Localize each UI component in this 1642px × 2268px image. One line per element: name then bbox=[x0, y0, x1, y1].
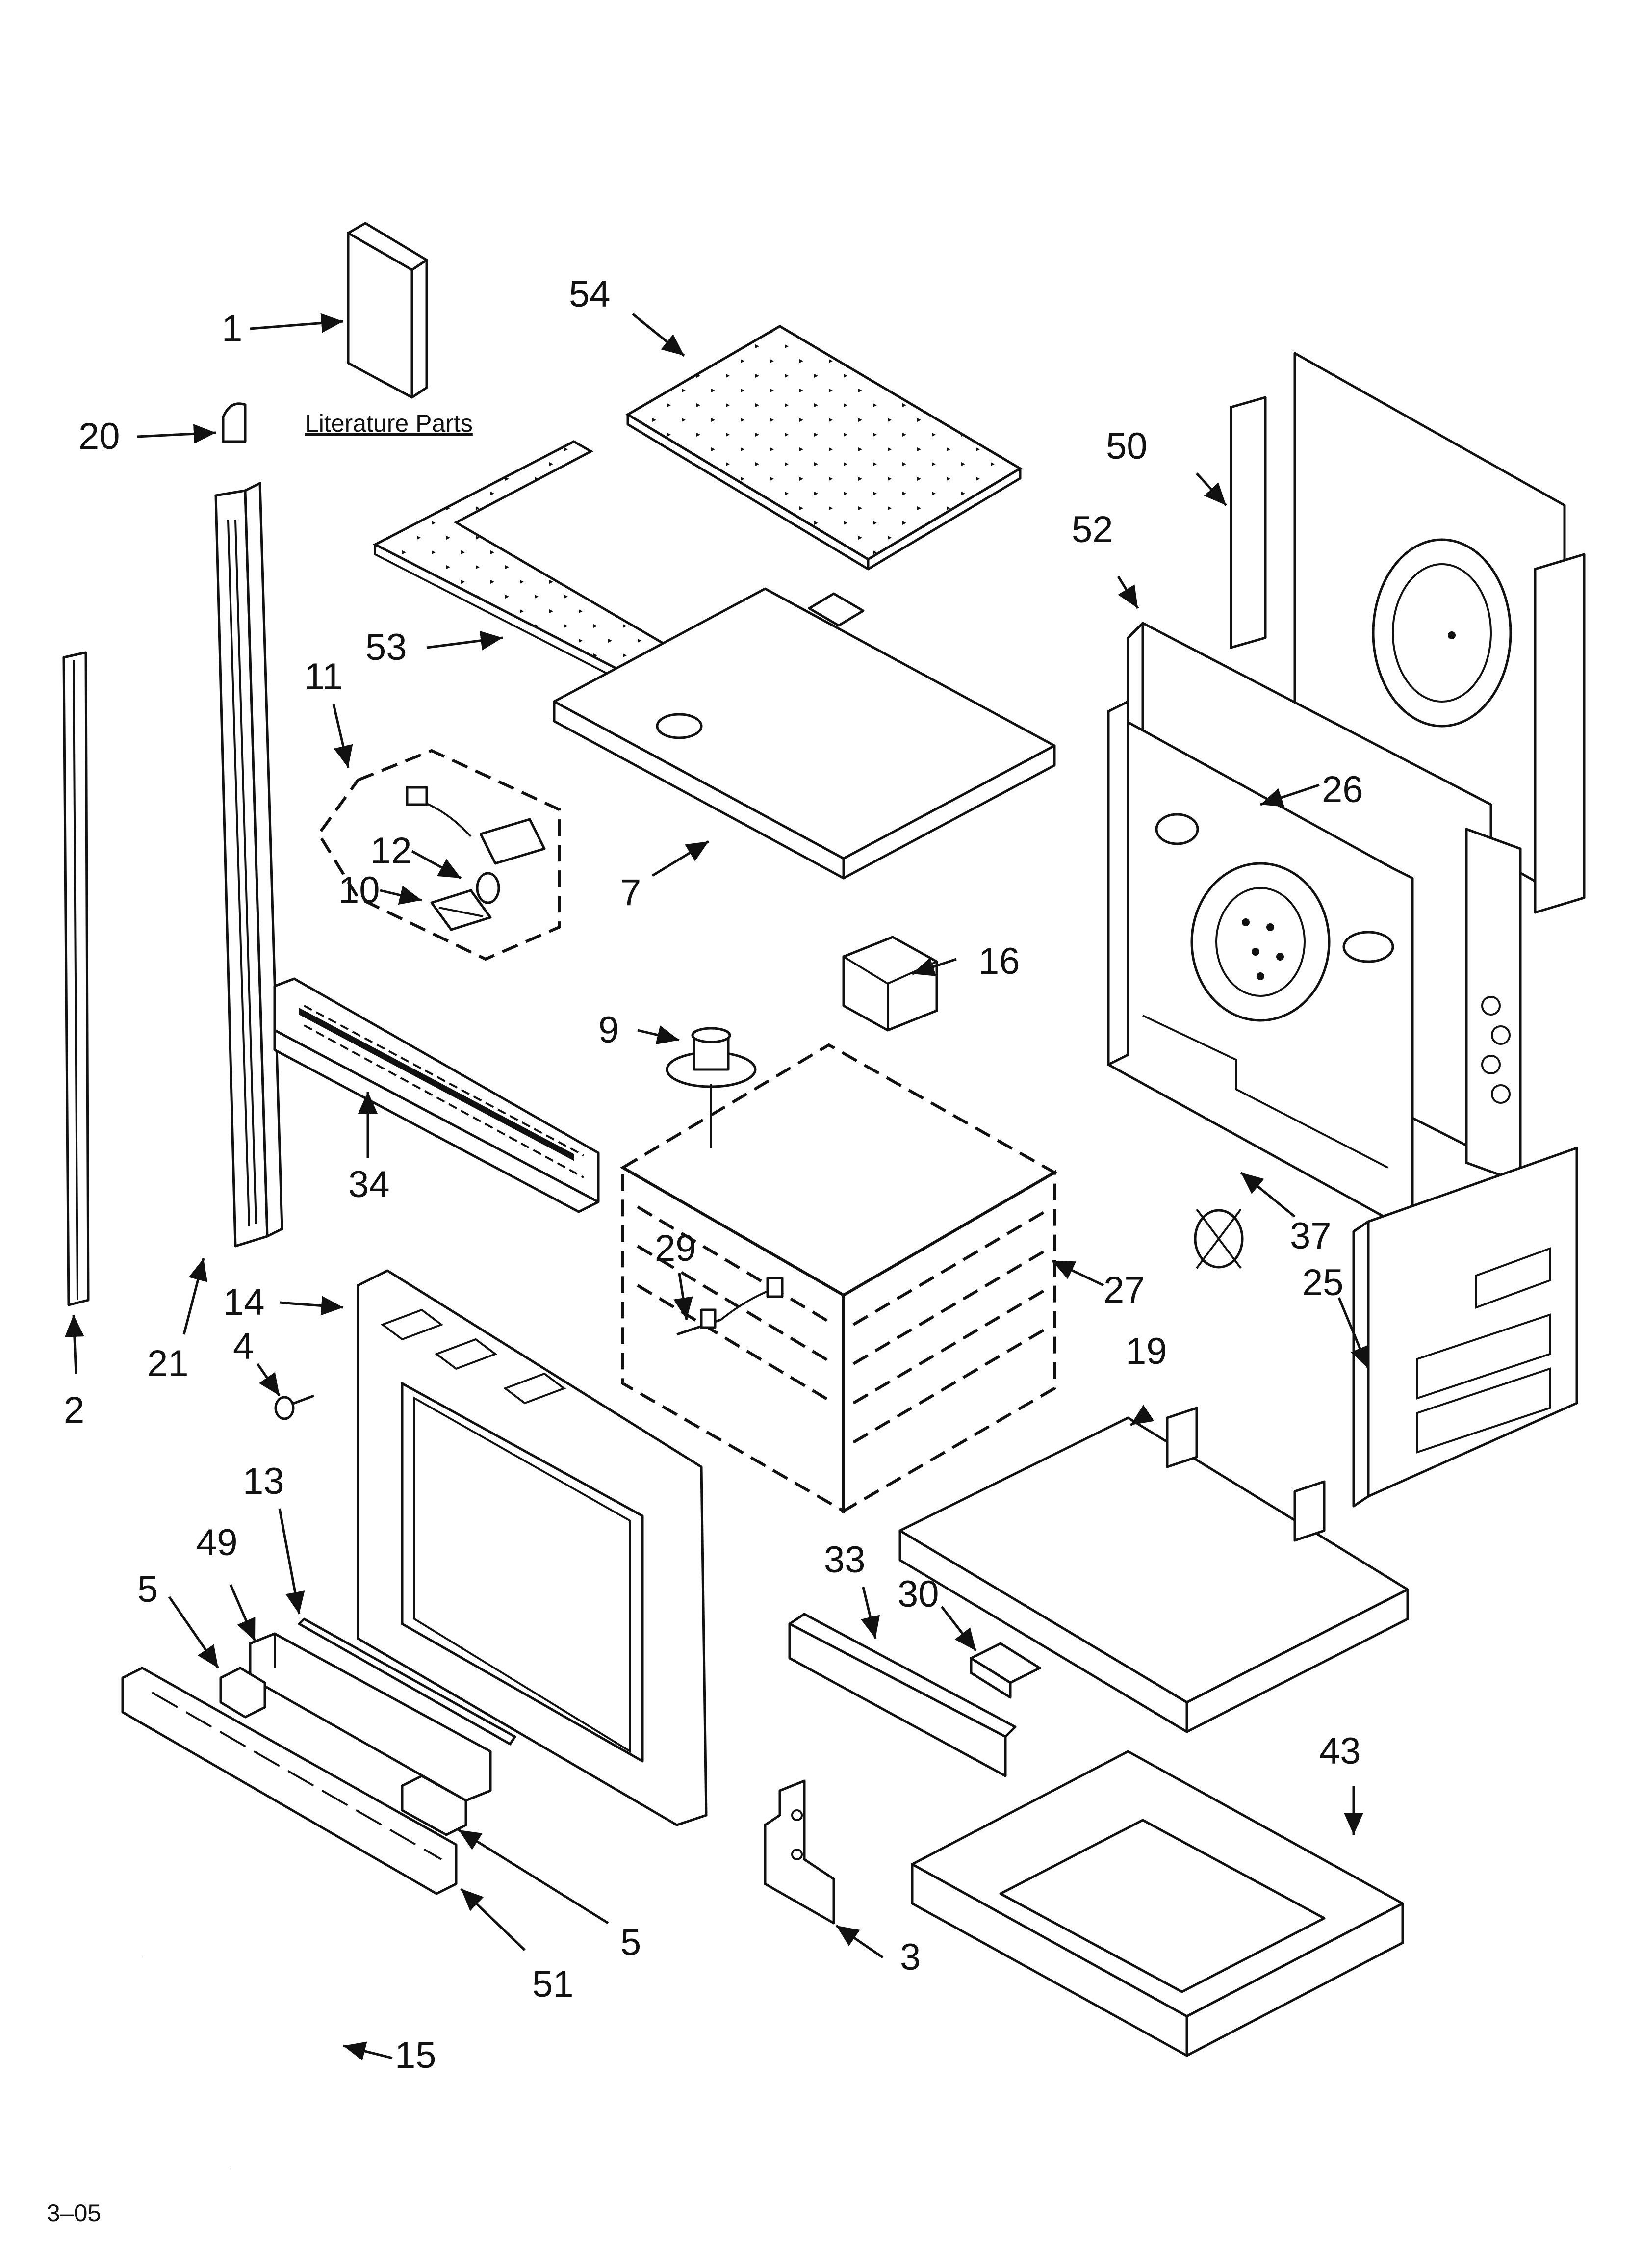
thermostat-part-37 bbox=[1194, 1208, 1244, 1269]
callout-25: 25 bbox=[1302, 1262, 1344, 1303]
spacer-block-part-5-left bbox=[219, 1667, 266, 1719]
callout-53: 53 bbox=[365, 626, 407, 668]
literature-book-part bbox=[347, 222, 428, 399]
fan-assembly-part-9 bbox=[666, 1027, 757, 1148]
side-panel-part-25 bbox=[1352, 1147, 1578, 1508]
cap-part-20 bbox=[222, 402, 247, 443]
callout-29: 29 bbox=[655, 1227, 696, 1269]
side-trim-part-21 bbox=[214, 482, 283, 1248]
door-gasket-part-15 bbox=[51, 1721, 336, 2213]
mounting-bracket-part-3 bbox=[764, 1779, 835, 1925]
callout-30: 30 bbox=[898, 1573, 939, 1615]
callout-7: 7 bbox=[620, 872, 641, 913]
front-frame-part-14 bbox=[357, 1269, 708, 1826]
callout-34: 34 bbox=[348, 1164, 390, 1205]
callout-20: 20 bbox=[78, 416, 120, 457]
front-bar-part-51 bbox=[121, 1667, 458, 1895]
side-strip-part-2 bbox=[62, 651, 90, 1306]
callout-9: 9 bbox=[598, 1009, 619, 1051]
callout-27: 27 bbox=[1103, 1269, 1145, 1311]
callout-16: 16 bbox=[978, 940, 1020, 982]
callout-4: 4 bbox=[233, 1326, 254, 1367]
callout-5-right: 5 bbox=[620, 1922, 641, 1963]
callout-50: 50 bbox=[1106, 425, 1148, 467]
base-frame-part-43 bbox=[911, 1750, 1404, 2057]
callout-21: 21 bbox=[147, 1343, 189, 1384]
spacer-block-part-5-right bbox=[401, 1774, 467, 1836]
rail-part-33 bbox=[788, 1613, 1017, 1777]
bottom-tray-part-19 bbox=[898, 1407, 1409, 1733]
oven-cavity-part-27 bbox=[620, 1043, 1058, 1514]
revision-code: 3–05 bbox=[47, 2199, 101, 2227]
callout-33: 33 bbox=[824, 1539, 866, 1581]
gasket-strip-part-13 bbox=[298, 1617, 516, 1746]
callout-2: 2 bbox=[64, 1389, 84, 1431]
callout-3: 3 bbox=[900, 1936, 921, 1978]
callout-13: 13 bbox=[243, 1460, 284, 1502]
rear-wall-part-26 bbox=[1107, 700, 1414, 1233]
light-assembly-group-11 bbox=[317, 749, 561, 961]
callout-52: 52 bbox=[1072, 509, 1113, 550]
callout-11: 11 bbox=[304, 656, 343, 698]
callout-37: 37 bbox=[1290, 1215, 1332, 1257]
front-vent-part-34 bbox=[273, 977, 600, 1213]
screw-part-4 bbox=[274, 1394, 314, 1420]
callout-51: 51 bbox=[532, 1963, 574, 2005]
callout-10: 10 bbox=[338, 869, 380, 911]
oven-top-cover-part-7 bbox=[553, 587, 1056, 880]
callout-49: 49 bbox=[196, 1522, 238, 1564]
callout-12: 12 bbox=[370, 830, 412, 872]
insulation-top-part-54 bbox=[625, 325, 1023, 571]
sensor-part-29 bbox=[676, 1277, 784, 1336]
callout-43: 43 bbox=[1319, 1730, 1361, 1772]
callout-19: 19 bbox=[1126, 1330, 1167, 1372]
callout-labels: 1 20 54 50 52 53 11 26 7 12 10 16 9 34 3… bbox=[64, 273, 1363, 2076]
callout-15: 15 bbox=[395, 2034, 436, 2076]
callout-5-left: 5 bbox=[137, 1568, 158, 1610]
callout-26: 26 bbox=[1322, 769, 1363, 810]
callout-1: 1 bbox=[222, 308, 242, 349]
literature-parts-label: Literature Parts bbox=[305, 410, 473, 437]
leader-lines bbox=[64, 313, 1370, 2061]
bracket-part-30 bbox=[970, 1642, 1041, 1699]
callout-54: 54 bbox=[569, 273, 611, 315]
relay-part-16 bbox=[842, 936, 938, 1032]
callout-14: 14 bbox=[223, 1281, 265, 1323]
